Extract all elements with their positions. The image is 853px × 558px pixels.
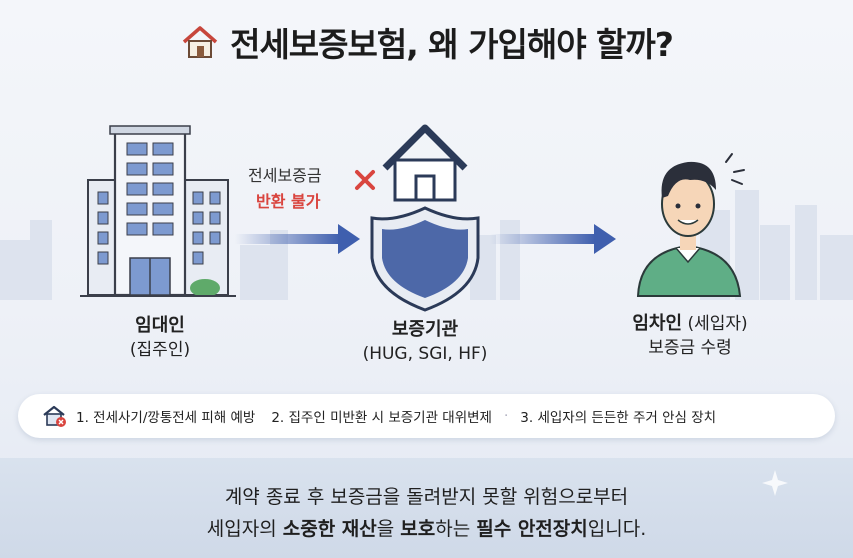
house-shield-icon	[370, 124, 480, 312]
benefit-item-1: 1. 전세사기/깡통전세 피해 예방	[76, 410, 256, 426]
red-x-icon	[355, 170, 375, 190]
benefit-item-3: 3. 세입자의 든든한 주거 안심 장치	[520, 410, 717, 426]
footer-line-2: 세입자의 소중한 재산을 보호하는 필수 안전장치입니다.	[206, 518, 647, 540]
flow-diagram: 전세보증금 반환 불가 임대인 (집주인) 보증기관 (HUG, SGI, HF…	[80, 124, 775, 366]
house-icon	[182, 26, 218, 58]
tenant-name: 임차인	[632, 313, 683, 334]
landlord-name: 임대인	[135, 315, 185, 336]
tenant-person-icon	[636, 153, 745, 297]
benefit-item-2: 2. 집주인 미반환 시 보증기관 대위변제	[271, 410, 492, 426]
benefits-bar: 1. 전세사기/깡통전세 피해 예방 2. 집주인 미반환 시 보증기관 대위변…	[18, 394, 835, 438]
house-alert-icon	[43, 405, 66, 427]
title-row: 전세보증보험, 왜 가입해야 할까?	[0, 18, 853, 66]
tenant-caption: 임차인 (세입자) 보증금 수령	[605, 312, 775, 360]
tenant-sub: 보증금 수령	[648, 338, 732, 358]
guarantor-name: 보증기관	[391, 319, 459, 340]
warning-line-1: 전세보증금	[248, 166, 322, 185]
footer-line-1: 계약 종료 후 보증금을 돌려받지 못할 위험으로부터	[224, 486, 629, 508]
landlord-caption: 임대인 (집주인)	[95, 314, 225, 362]
flow-arrow-right	[490, 224, 616, 254]
sparkle-icon	[762, 470, 788, 496]
apartment-building-icon	[80, 125, 236, 297]
flow-arrow-left	[235, 224, 360, 254]
warning-line-2: 반환 불가	[256, 192, 321, 211]
guarantor-sub: (HUG, SGI, HF)	[362, 344, 488, 364]
footer-banner: 계약 종료 후 보증금을 돌려받지 못할 위험으로부터 세입자의 소중한 재산을…	[0, 458, 853, 558]
separator-dot: ·	[503, 408, 509, 424]
page-title: 전세보증보험, 왜 가입해야 할까?	[230, 25, 674, 64]
tenant-name-suffix: (세입자)	[682, 314, 748, 334]
landlord-sub: (집주인)	[129, 340, 191, 360]
guarantor-caption: 보증기관 (HUG, SGI, HF)	[345, 318, 505, 366]
